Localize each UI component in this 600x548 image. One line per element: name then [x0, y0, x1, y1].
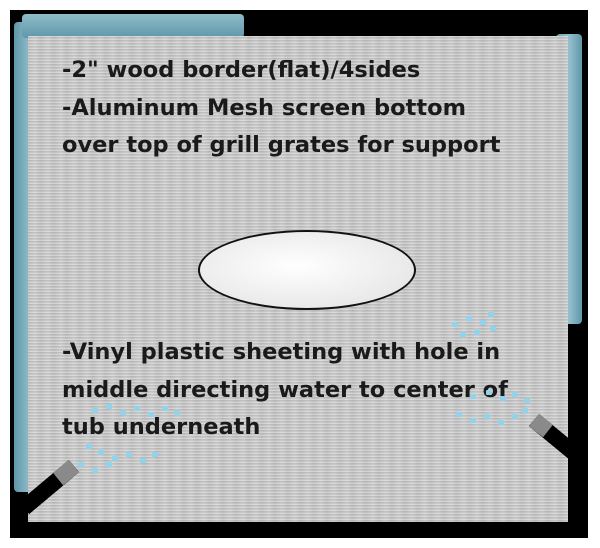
note-line-6: tub underneath — [62, 414, 261, 440]
note-line-3: over top of grill grates for support — [62, 132, 501, 158]
right-drain-pipe — [528, 413, 586, 465]
note-line-4: -Vinyl plastic sheeting with hole in — [62, 339, 501, 365]
center-drain-hole — [198, 230, 416, 310]
construction-notes: -2" wood border(flat)/4sides -Aluminum M… — [62, 52, 500, 165]
note-line-5: middle directing water to center of — [62, 376, 508, 403]
blue-tape-top — [22, 14, 244, 38]
note-line-1: -2" wood border(flat)/4sides — [62, 57, 421, 83]
note-line-2: -Aluminum Mesh screen bottom — [62, 94, 467, 121]
left-drain-pipe — [18, 459, 80, 515]
sheeting-notes: -Vinyl plastic sheeting with hole in mid… — [62, 334, 508, 447]
